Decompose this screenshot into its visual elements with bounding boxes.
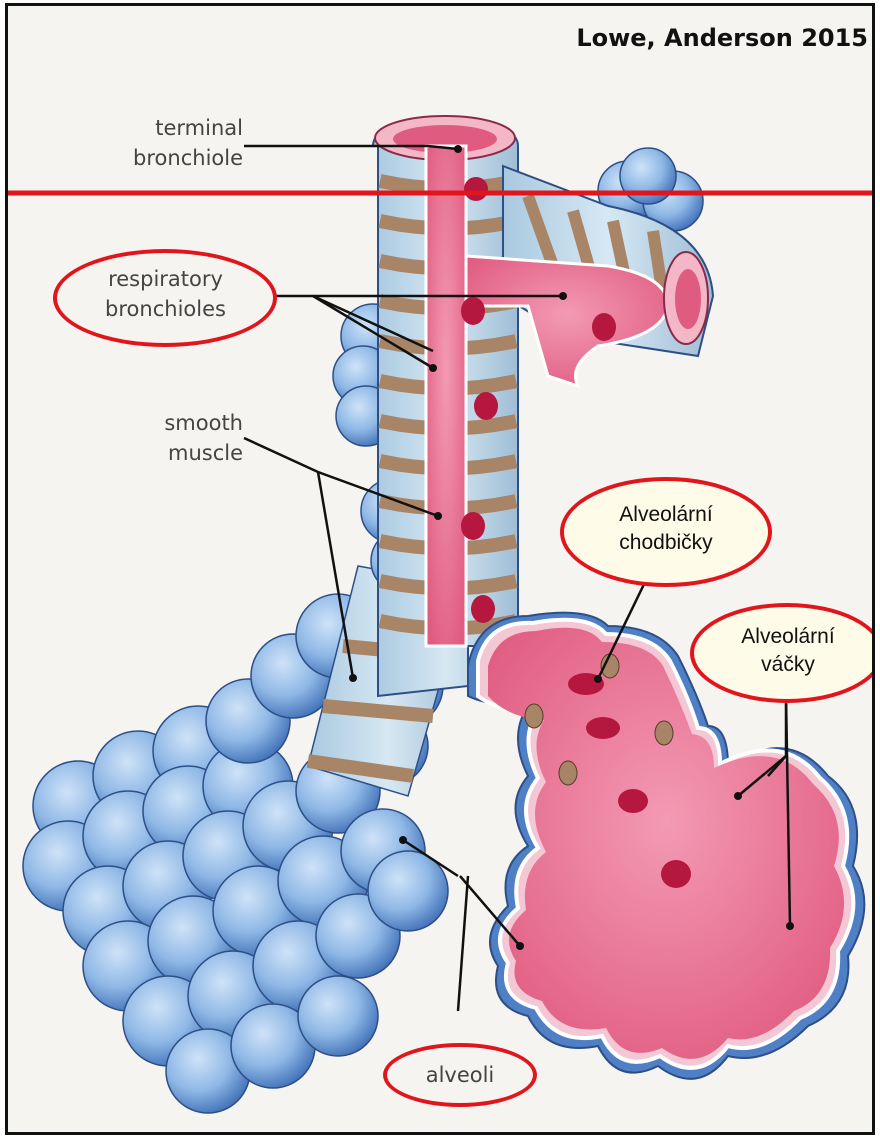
citation: Lowe, Anderson 2015 bbox=[576, 24, 868, 52]
label-terminal-bronchiole: terminal bronchiole bbox=[68, 113, 243, 173]
label-alveolar-sacs: Alveolární váčky bbox=[708, 623, 868, 679]
label-smooth-muscle: smooth muscle bbox=[68, 408, 243, 468]
label-line: respiratory bbox=[68, 264, 263, 294]
label-alveoli: alveoli bbox=[383, 1060, 537, 1090]
label-line: bronchioles bbox=[68, 294, 263, 324]
label-line: muscle bbox=[68, 438, 243, 468]
label-line: váčky bbox=[708, 651, 868, 679]
diagram-frame: Lowe, Anderson 2015 terminal bronchiole … bbox=[5, 3, 875, 1135]
bronchiole-illustration bbox=[8, 6, 875, 1135]
label-line: bronchiole bbox=[68, 143, 243, 173]
label-alveolar-ducts: Alveolární chodbičky bbox=[588, 501, 744, 557]
label-line: chodbičky bbox=[588, 529, 744, 557]
label-line: terminal bbox=[68, 113, 243, 143]
label-line: smooth bbox=[68, 408, 243, 438]
label-respiratory-bronchioles: respiratory bronchioles bbox=[68, 264, 263, 324]
label-line: Alveolární bbox=[708, 623, 868, 651]
label-line: Alveolární bbox=[588, 501, 744, 529]
